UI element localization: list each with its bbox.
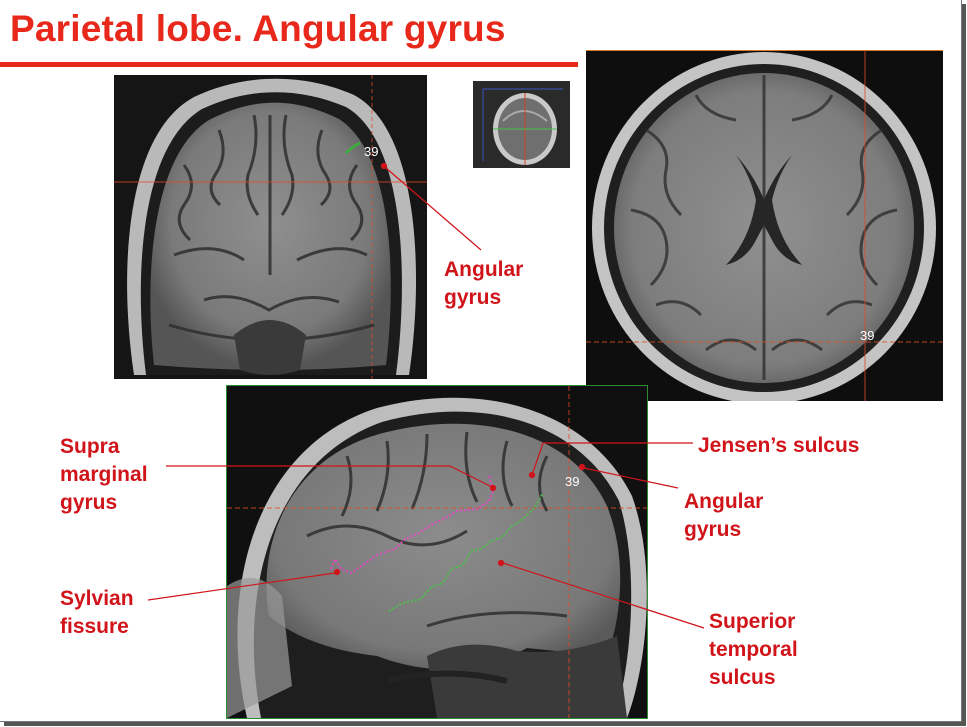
title-underline — [0, 62, 578, 67]
axial-area-number: 39 — [860, 328, 875, 343]
label-jensens-sulcus: Jensen’s sulcus — [698, 434, 860, 457]
label-sylvian-fissure: Sylvian fissure — [60, 587, 134, 638]
label-angular-gyrus-sagittal: Angular gyrus — [684, 490, 764, 541]
label-superior-temporal-sulcus: Superior temporal sulcus — [709, 610, 798, 689]
slide-title: Parietal lobe. Angular gyrus — [10, 8, 506, 49]
coronal-area-number: 39 — [364, 144, 379, 159]
sagittal-mri-image: 39 — [226, 385, 648, 719]
sagittal-area-number: 39 — [565, 474, 580, 489]
label-supra-marginal-gyrus: Supra marginal gyrus — [60, 435, 148, 514]
label-angular-gyrus-coronal: Angular gyrus — [444, 258, 524, 309]
axial-mri-image: 39 — [586, 50, 943, 401]
mri-3d-thumbnail — [473, 81, 570, 168]
coronal-mri-image: 39 — [114, 75, 427, 379]
